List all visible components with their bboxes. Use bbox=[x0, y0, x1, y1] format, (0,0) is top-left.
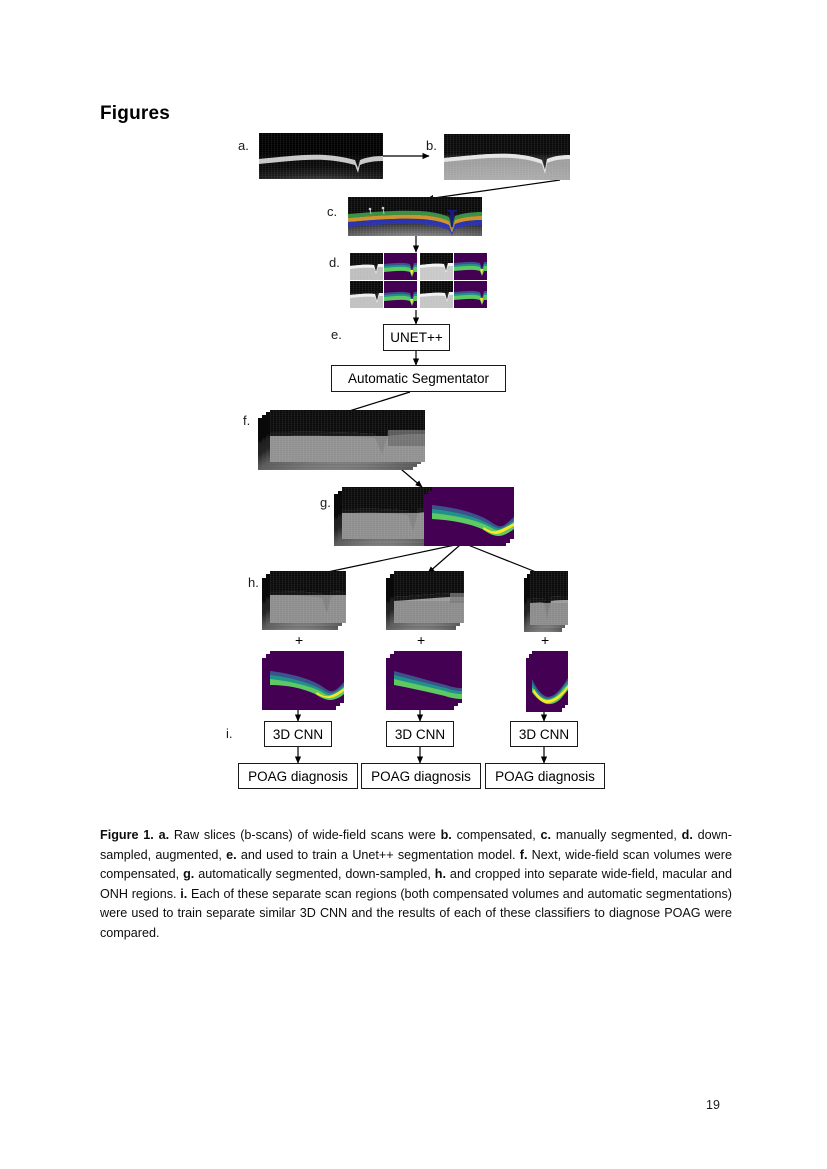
plus-operator-macular: + bbox=[417, 632, 426, 648]
panel-h-widefield-gray-stack bbox=[262, 571, 348, 631]
panel-f-widefield-volume-stack bbox=[258, 410, 428, 472]
caption-panel-marker: d. bbox=[681, 828, 693, 842]
seg-sheet-front bbox=[432, 487, 514, 539]
panel-c-manual-segmentation bbox=[348, 197, 482, 236]
panel-a-raw-bscan bbox=[259, 133, 383, 179]
retinal-layer-band bbox=[259, 133, 383, 179]
panel-label-d: d. bbox=[329, 255, 340, 270]
panel-d-tile-seg-4 bbox=[454, 281, 487, 308]
volume-sheet-front bbox=[270, 410, 425, 462]
panel-label-e: e. bbox=[331, 327, 342, 342]
caption-panel-marker: i. bbox=[180, 886, 188, 901]
panel-h-widefield-seg-stack bbox=[262, 651, 348, 713]
cnn-box-widefield[interactable]: 3D CNN bbox=[264, 721, 332, 747]
diagnosis-box-onh[interactable]: POAG diagnosis bbox=[485, 763, 605, 789]
panel-label-c: c. bbox=[327, 204, 338, 219]
panel-b-compensated-bscan bbox=[444, 134, 570, 180]
unet-model-box[interactable]: UNET++ bbox=[383, 324, 450, 351]
panel-d-tile-gray-3 bbox=[350, 281, 383, 308]
panel-d-tile-gray-4 bbox=[420, 281, 453, 308]
diagnosis-box-widefield[interactable]: POAG diagnosis bbox=[238, 763, 358, 789]
caption-panel-marker: g. bbox=[183, 867, 195, 882]
diagnosis-box-macular[interactable]: POAG diagnosis bbox=[361, 763, 481, 789]
panel-d-tile-gray-1 bbox=[350, 253, 383, 280]
arrow-g-to-h-macular bbox=[427, 544, 461, 574]
panel-h-macular-seg-stack bbox=[386, 651, 466, 713]
cnn-box-macular[interactable]: 3D CNN bbox=[386, 721, 454, 747]
panel-label-g: g. bbox=[320, 495, 331, 510]
panel-h-onh-seg-stack bbox=[526, 651, 574, 713]
caption-panel-marker: h. bbox=[434, 867, 446, 882]
figure-1-diagram: a. b. c. bbox=[226, 133, 605, 789]
seg-sheet-front bbox=[532, 651, 568, 705]
caption-figure-number: Figure 1. bbox=[100, 828, 154, 842]
automatic-segmentator-box[interactable]: Automatic Segmentator bbox=[331, 365, 506, 392]
manual-layer-overlay bbox=[348, 206, 482, 235]
panel-label-i: i. bbox=[226, 726, 233, 741]
panel-label-b: b. bbox=[426, 138, 437, 153]
caption-panel-marker: f. bbox=[519, 847, 528, 862]
volume-sheet-front bbox=[270, 571, 346, 623]
panel-d-tile-seg-2 bbox=[454, 253, 487, 280]
panel-h-onh-gray-stack bbox=[524, 571, 574, 633]
plus-operator-widefield: + bbox=[295, 632, 304, 648]
plus-operator-onh: + bbox=[541, 632, 550, 648]
seg-sheet-front bbox=[394, 651, 462, 703]
volume-sheet-front bbox=[530, 571, 568, 625]
caption-panel-marker: b. bbox=[440, 828, 452, 842]
cnn-box-onh[interactable]: 3D CNN bbox=[510, 721, 578, 747]
page-title: Figures bbox=[100, 103, 171, 124]
caption-panel-marker: e. bbox=[226, 847, 237, 862]
seg-sheet-front bbox=[270, 651, 344, 703]
figure-caption: Figure 1. a. Raw slices (b-scans) of wid… bbox=[100, 826, 732, 943]
caption-body: a. Raw slices (b-scans) of wide-field sc… bbox=[100, 828, 732, 940]
panel-label-h: h. bbox=[248, 575, 259, 590]
panel-label-a: a. bbox=[238, 138, 249, 153]
page-number: 19 bbox=[706, 1098, 720, 1112]
panel-label-f: f. bbox=[243, 413, 251, 428]
panel-d-tile-gray-2 bbox=[420, 253, 453, 280]
retinal-layer-band bbox=[444, 134, 570, 180]
volume-sheet-front bbox=[394, 571, 464, 623]
panel-h-macular-gray-stack bbox=[386, 571, 466, 631]
caption-panel-marker: a. bbox=[153, 828, 170, 842]
panel-d-tile-seg-3 bbox=[384, 281, 417, 308]
caption-panel-marker: c. bbox=[540, 828, 552, 842]
panel-d-tile-seg-1 bbox=[384, 253, 417, 280]
panel-g-auto-segmentation-volume-stack bbox=[424, 487, 519, 549]
